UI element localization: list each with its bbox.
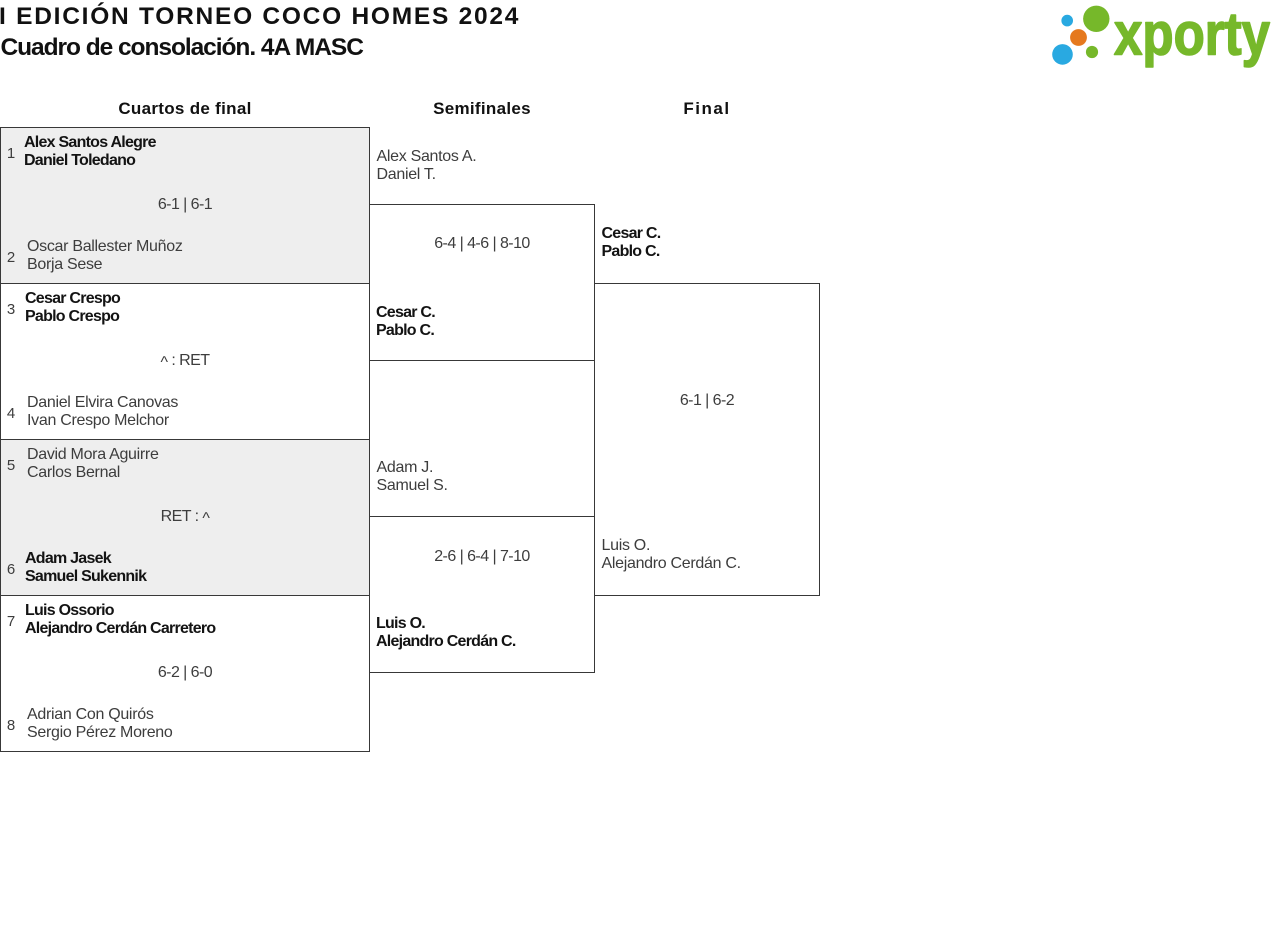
svg-text:xporty: xporty — [1114, 0, 1271, 67]
